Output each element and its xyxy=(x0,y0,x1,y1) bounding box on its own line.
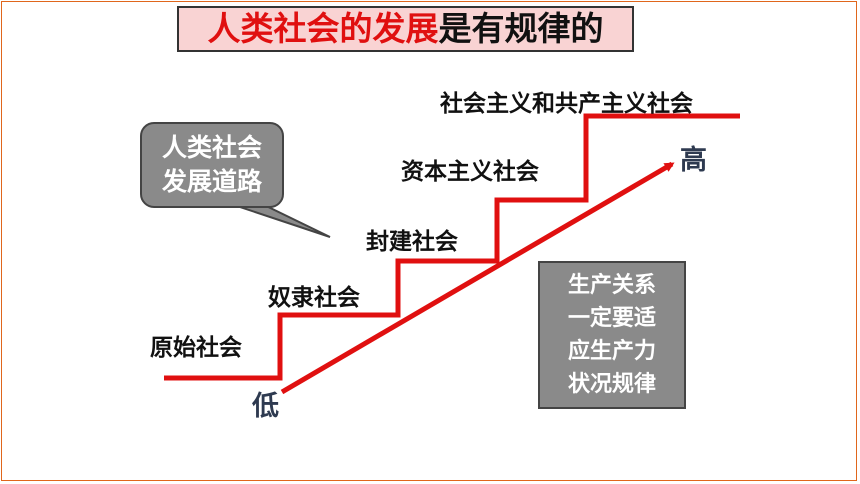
rule-line-4: 状况规律 xyxy=(567,371,656,397)
rule-line-2: 一定要适 xyxy=(567,305,656,331)
stage-label-capitalist: 资本主义社会 xyxy=(401,158,539,185)
stage-label-feudal: 封建社会 xyxy=(366,228,458,255)
rule-box: 生产关系 一定要适 应生产力 状况规律 xyxy=(538,261,686,409)
stage-label-slave: 奴隶社会 xyxy=(268,284,360,311)
bubble-line-1: 人类社会 xyxy=(161,133,262,162)
stage-label-socialist-communist: 社会主义和共产主义社会 xyxy=(440,90,693,117)
slide-title: 人类社会的发展是有规律的 xyxy=(177,6,634,52)
stage-label-primitive: 原始社会 xyxy=(150,334,242,361)
title-red-part: 人类社会的发展 xyxy=(207,9,439,48)
high-label: 高 xyxy=(680,145,707,176)
rule-line-3: 应生产力 xyxy=(567,338,656,364)
title-black-part: 是有规律的 xyxy=(438,9,604,48)
progress-arrow xyxy=(280,161,675,395)
rule-line-1: 生产关系 xyxy=(567,272,656,298)
speech-bubble: 人类社会 发展道路 xyxy=(140,122,284,208)
bubble-line-2: 发展道路 xyxy=(161,167,262,196)
stair-steps-line xyxy=(164,113,740,381)
low-label: 低 xyxy=(252,391,279,422)
